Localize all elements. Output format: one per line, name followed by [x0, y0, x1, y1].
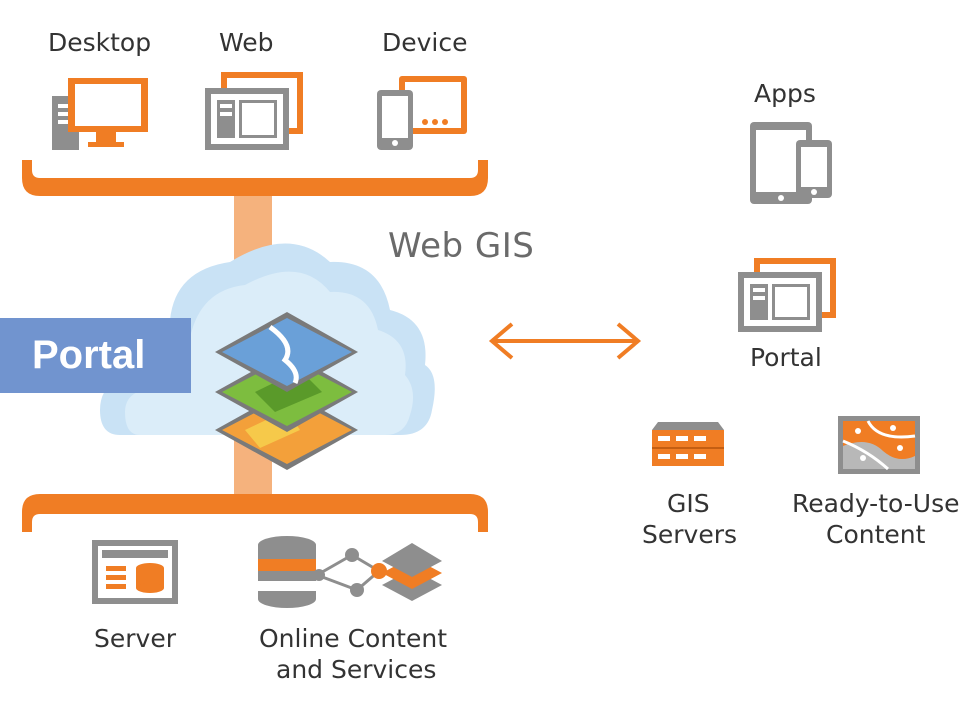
- apps-icon: [750, 122, 834, 206]
- desktop-label: Desktop: [48, 28, 152, 57]
- ready-content-map-icon: [838, 416, 920, 476]
- ready-content-label-line2: Content: [826, 520, 926, 549]
- online-content-icon: [257, 535, 447, 615]
- online-content-label-line1: Online Content: [259, 624, 448, 653]
- portal-label-box: Portal: [0, 318, 191, 393]
- portal-layers-icon: [215, 312, 358, 470]
- server-icon: [92, 540, 180, 606]
- gis-server-icon: [652, 422, 726, 470]
- device-icon: [377, 72, 469, 152]
- web-label: Web: [219, 28, 274, 57]
- server-label: Server: [94, 624, 176, 653]
- web-gis-title: Web GIS: [388, 226, 535, 266]
- portal-icon: [738, 258, 838, 334]
- ready-content-label-line1: Ready-to-Use: [792, 489, 960, 518]
- device-label: Device: [382, 28, 468, 57]
- web-icon: [205, 72, 305, 152]
- bidirectional-arrow-icon: [488, 322, 642, 360]
- gis-servers-label-line1: GIS: [667, 489, 710, 518]
- gis-servers-label-line2: Servers: [642, 520, 738, 549]
- desktop-icon: [52, 72, 152, 154]
- right-portal-label: Portal: [750, 343, 822, 372]
- bottom-bracket: [22, 494, 488, 532]
- online-content-label-line2: and Services: [276, 655, 437, 684]
- portal-label: Portal: [32, 333, 146, 377]
- top-bracket: [22, 160, 488, 196]
- apps-label: Apps: [754, 79, 816, 108]
